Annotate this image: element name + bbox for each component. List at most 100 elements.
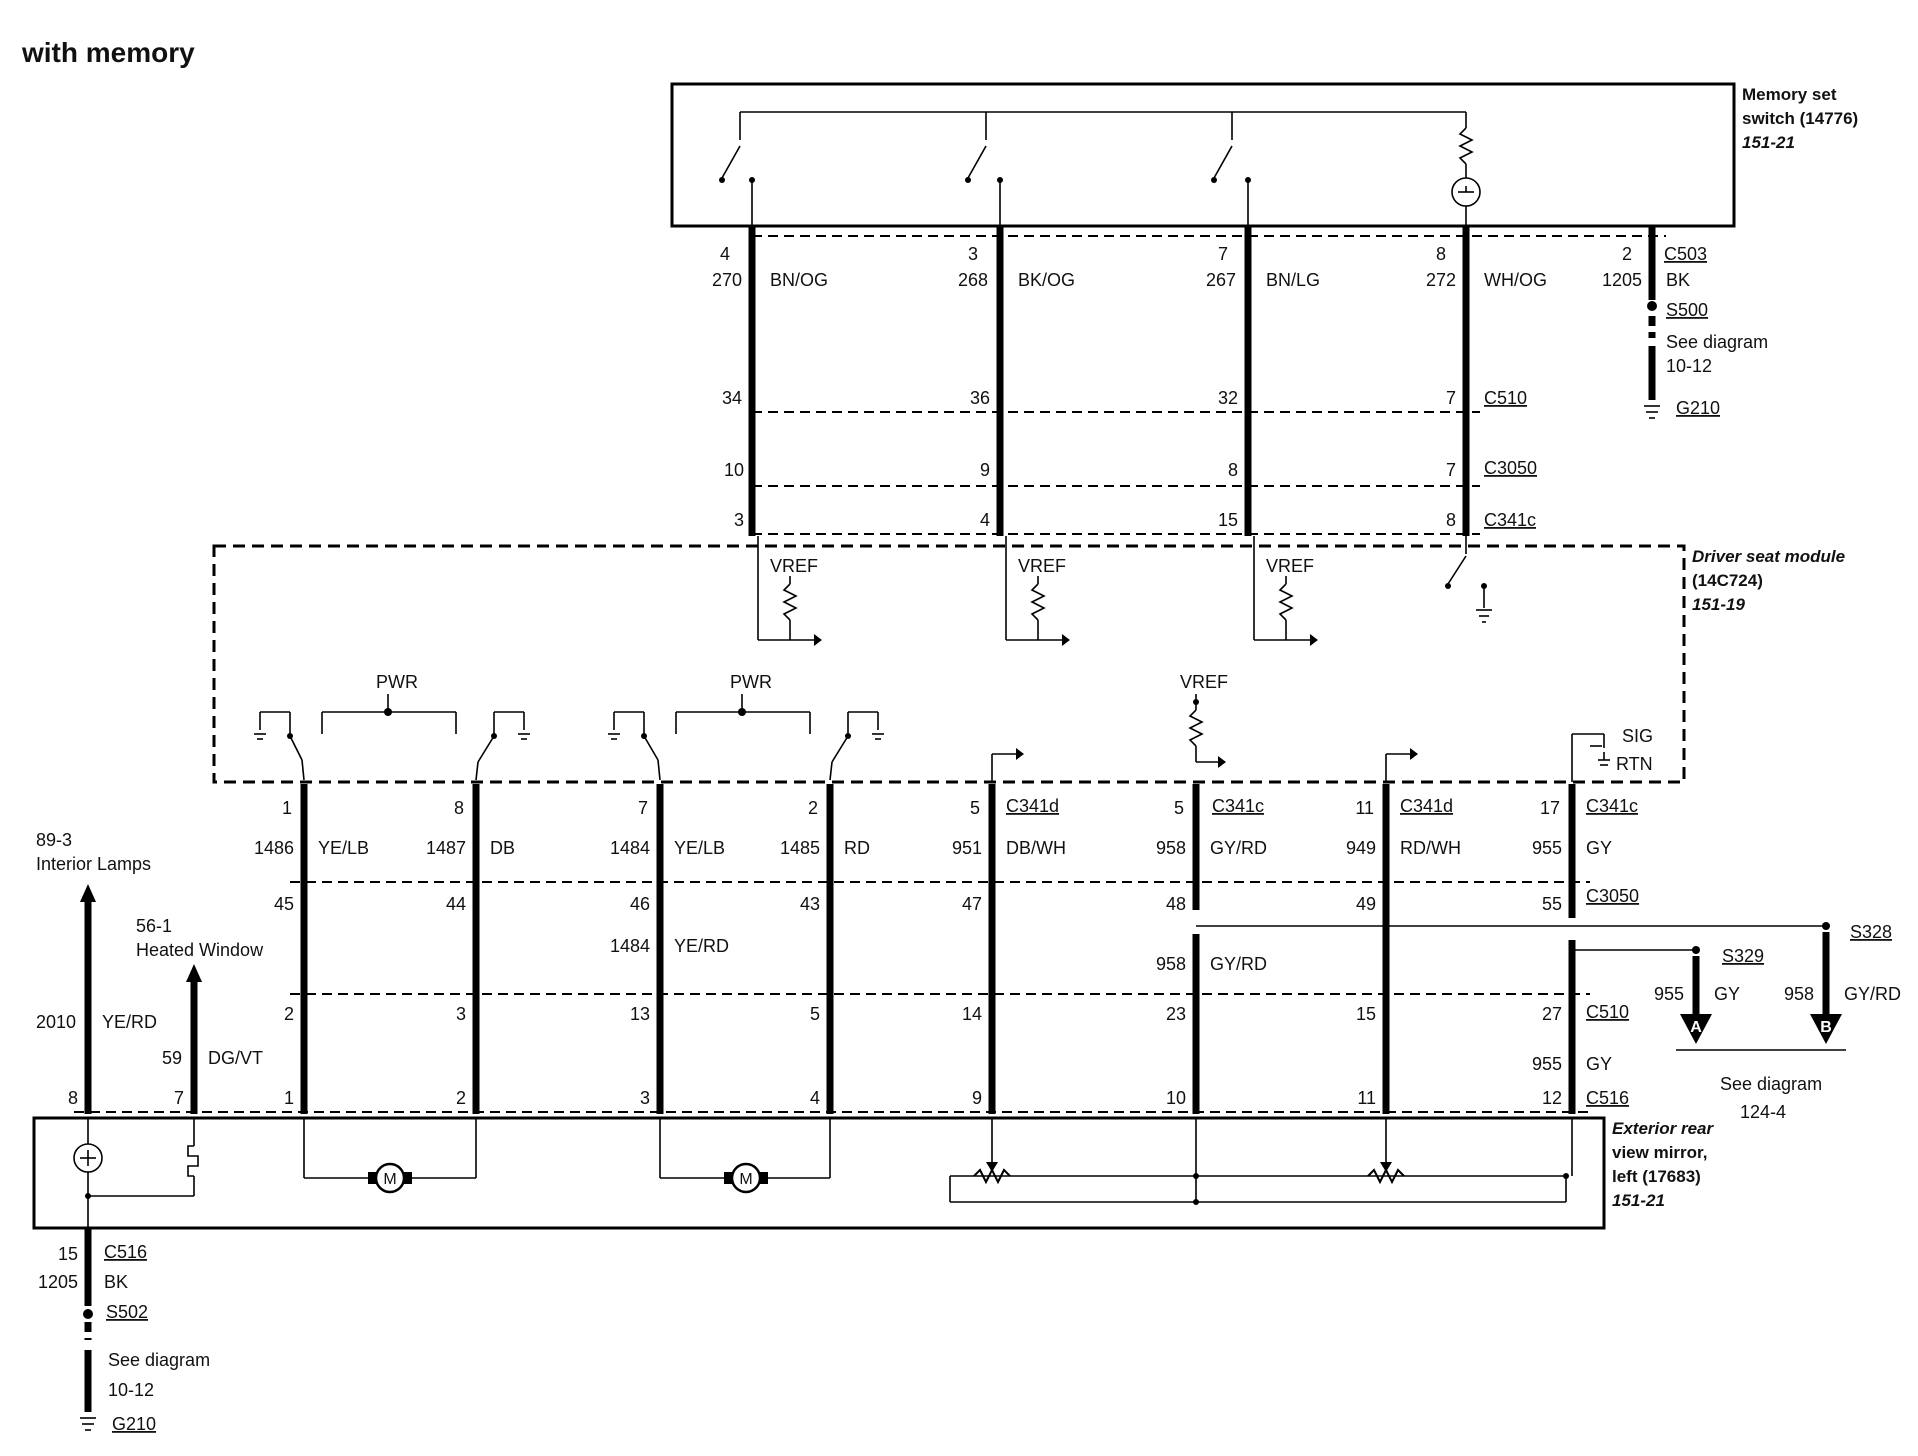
splice-s502: S502 (106, 1302, 148, 1322)
color-955-a: GY (1714, 984, 1740, 1004)
color-955: GY (1586, 838, 1612, 858)
circuit-958-b: 958 (1784, 984, 1814, 1004)
pin-c503-3: 7 (1218, 244, 1228, 264)
pin-c3050-lower-1: 45 (274, 894, 294, 914)
pin-lower-top-1: 1 (282, 798, 292, 818)
circuit-270: 270 (712, 270, 742, 290)
connector-c3050-upper: C3050 (1484, 458, 1537, 478)
pin-c503-4: 8 (1436, 244, 1446, 264)
position-sensor-feeds: VREF SIG RTN (991, 672, 1653, 782)
mirror-name-line3: left (17683) (1612, 1167, 1701, 1186)
pin-c503-2: 3 (968, 244, 978, 264)
color-bn-og: BN/OG (770, 270, 828, 290)
mirror-name-line1: Exterior rear (1612, 1119, 1714, 1138)
mirror-position-sensors (949, 1118, 1573, 1205)
color-949: RD/WH (1400, 838, 1461, 858)
pin-c510-lower-3: 13 (630, 1004, 650, 1024)
pin-c510-lower-8: 27 (1542, 1004, 1562, 1024)
heated-name: Heated Window (136, 940, 264, 960)
circuit-949: 949 (1346, 838, 1376, 858)
pin-c510-lower-2: 3 (456, 1004, 466, 1024)
splice-s500: S500 (1666, 300, 1708, 320)
color-bn-lg: BN/LG (1266, 270, 1320, 290)
mirror-motor-2: M (659, 1118, 831, 1194)
color-1484: YE/LB (674, 838, 725, 858)
connector-c341c-3: C341c (1586, 796, 1638, 816)
circuit-1484-mid: 1484 (610, 936, 650, 956)
pin-lower-top-3: 7 (638, 798, 648, 818)
vref-label-2: VREF (1018, 556, 1066, 576)
pin-c341c-upper-1: 3 (734, 510, 744, 530)
memory-switch-name-line1: Memory set (1742, 85, 1837, 104)
color-955-mid: GY (1586, 1054, 1612, 1074)
pin-c3050-upper-1: 10 (724, 460, 744, 480)
color-bk-og: BK/OG (1018, 270, 1075, 290)
heated-ref: 56-1 (136, 916, 172, 936)
upper-wires (748, 226, 1660, 536)
memory-switch-contact-1 (719, 112, 755, 226)
pin-c516-3: 3 (640, 1088, 650, 1108)
exterior-mirror: M M (32, 1116, 1714, 1230)
pin-lower-top-2: 8 (454, 798, 464, 818)
pin-c3050-upper-4: 7 (1446, 460, 1456, 480)
connector-c503-label: C503 (1664, 244, 1707, 264)
mirror-lamp-icon (73, 1118, 194, 1228)
splice-s328: S328 (1850, 922, 1892, 942)
pin-c516-4: 4 (810, 1088, 820, 1108)
lower-wires (80, 784, 1846, 1114)
pin-c510-upper-2: 36 (970, 388, 990, 408)
pin-c503-5: 2 (1622, 244, 1632, 264)
pin-c510-lower-1: 2 (284, 1004, 294, 1024)
color-wh-og: WH/OG (1484, 270, 1547, 290)
module-ref: 151-19 (1692, 595, 1745, 614)
motor-label-2: M (739, 1171, 752, 1188)
pwr-label-2: PWR (730, 672, 772, 692)
pin-c341c-upper-2: 4 (980, 510, 990, 530)
pin-lower-top-8: 17 (1540, 798, 1560, 818)
mirror-box (32, 1116, 1606, 1230)
module-name-line2: (14C724) (1692, 571, 1763, 590)
lower-labels: 1 8 7 2 5 C341d 5 C341c 11 C341d 17 C341… (36, 796, 1901, 1122)
memory-set-switch: Memory set switch (14776) 151-21 (670, 82, 1858, 228)
vref-label-4: VREF (1180, 672, 1228, 692)
circuit-955-mid: 955 (1532, 1054, 1562, 1074)
circuit-1484: 1484 (610, 838, 650, 858)
circuit-1487: 1487 (426, 838, 466, 858)
connector-c341d-2: C341d (1400, 796, 1453, 816)
vref-label-1: VREF (770, 556, 818, 576)
pin-lower-top-7: 11 (1355, 798, 1374, 818)
circuit-59: 59 (162, 1048, 182, 1068)
connector-c341d-1: C341d (1006, 796, 1059, 816)
circuit-955: 955 (1532, 838, 1562, 858)
mirror-motor-switch-left: PWR (254, 672, 530, 781)
see-ref-right: 124-4 (1740, 1102, 1786, 1122)
bottom-ground-circuit: 15 C516 1205 BK S502 See diagram 10-12 G… (38, 1228, 210, 1434)
circuit-1485: 1485 (780, 838, 820, 858)
color-958-b: GY/RD (1844, 984, 1901, 1004)
pin-c3050-lower-8: 55 (1542, 894, 1562, 914)
pin-lower-top-4: 2 (808, 798, 818, 818)
color-958-mid: GY/RD (1210, 954, 1267, 974)
rtn-label: RTN (1616, 754, 1653, 774)
mirror-motor-1: M (303, 1118, 477, 1194)
color-1487: DB (490, 838, 515, 858)
pin-c510-lower-4: 5 (810, 1004, 820, 1024)
color-bk-bottom: BK (104, 1272, 128, 1292)
module-name-line1: Driver seat module (1692, 547, 1845, 566)
pin-c510-lower-6: 23 (1166, 1004, 1186, 1024)
memory-switch-box (670, 82, 1736, 228)
connector-c510-lower: C510 (1586, 1002, 1629, 1022)
ground-g210-bottom: G210 (112, 1414, 156, 1434)
vref-resistor-2: VREF (1005, 536, 1070, 646)
arrow-label-a: A (1690, 1019, 1702, 1036)
pin-c510-upper-3: 32 (1218, 388, 1238, 408)
color-951: DB/WH (1006, 838, 1066, 858)
pin-c3050-lower-4: 43 (800, 894, 820, 914)
pin-c510-upper-4: 7 (1446, 388, 1456, 408)
circuit-272: 272 (1426, 270, 1456, 290)
circuit-268: 268 (958, 270, 988, 290)
circuit-1205-bottom: 1205 (38, 1272, 78, 1292)
motor-label-1: M (383, 1171, 396, 1188)
pin-c3050-lower-6: 48 (1166, 894, 1186, 914)
